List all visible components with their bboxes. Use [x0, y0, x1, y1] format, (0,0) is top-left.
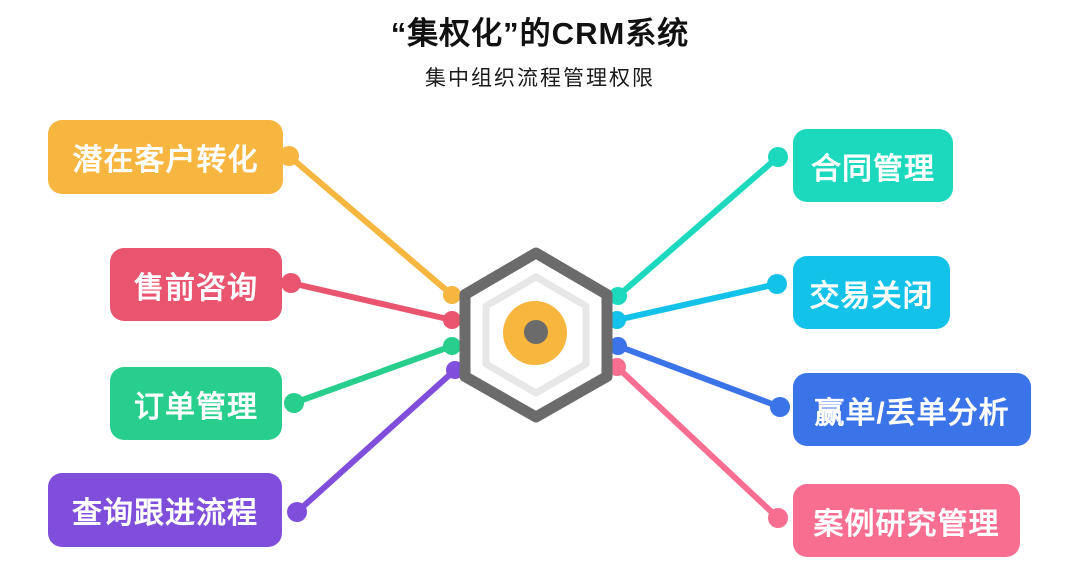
node-box-lead-conversion: 潜在客户转化: [48, 120, 283, 194]
connector-case-study-management: [608, 358, 788, 528]
diagram-header: “集权化”的CRM系统 集中组织流程管理权限: [0, 0, 1080, 92]
node-label: 订单管理: [134, 390, 258, 424]
node-label: 潜在客户转化: [72, 144, 259, 177]
connector-lead-conversion: [279, 146, 461, 304]
node-label: 查询跟进流程: [72, 497, 258, 530]
hexagon-eye-icon: [459, 247, 613, 423]
connector-order-management: [284, 337, 461, 413]
node-box-contract-management: 合同管理: [793, 129, 953, 202]
node-label: 交易关闭: [809, 279, 934, 313]
node-box-win-loss-analysis: 赢单/丢单分析: [793, 373, 1031, 446]
node-label: 赢单/丢单分析: [814, 396, 1010, 430]
node-label: 案例研究管理: [813, 507, 1000, 541]
connector-presales-consulting: [281, 273, 461, 329]
connector-win-loss-analysis: [609, 337, 790, 417]
connector-contract-management: [609, 147, 788, 305]
page-subtitle: 集中组织流程管理权限: [425, 67, 655, 90]
node-box-case-study-management: 案例研究管理: [793, 484, 1020, 557]
node-box-order-management: 订单管理: [110, 367, 282, 440]
node-box-presales-consulting: 售前咨询: [110, 248, 282, 321]
node-box-inquiry-follow-up: 查询跟进流程: [48, 473, 282, 547]
node-label: 售前咨询: [134, 271, 258, 305]
page-title: “集权化”的CRM系统: [390, 16, 690, 51]
node-box-deal-closing: 交易关闭: [793, 256, 950, 329]
eye-pupil: [524, 320, 548, 344]
node-label: 合同管理: [811, 152, 935, 186]
connector-inquiry-follow-up: [287, 361, 464, 522]
